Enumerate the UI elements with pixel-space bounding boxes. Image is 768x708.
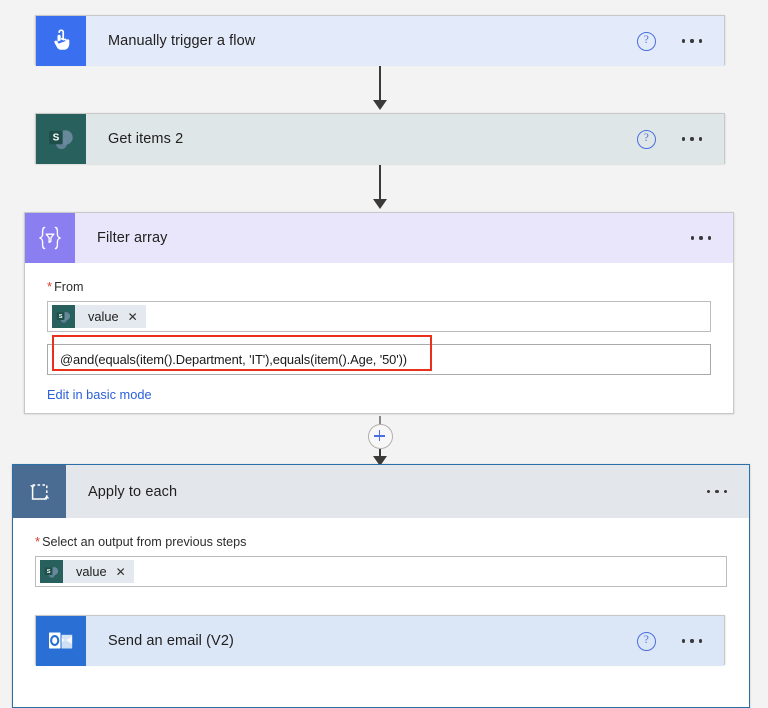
svg-text:S: S [53,133,60,144]
card-header[interactable]: S Get items 2 ? [36,114,724,164]
remove-token-x[interactable]: ✕ [115,564,126,579]
header-actions [690,230,733,246]
more-options-ellipsis[interactable] [681,633,702,649]
select-output-label: *Select an output from previous steps [35,534,727,549]
header-actions: ? [636,631,724,651]
card-header[interactable]: Manually trigger a flow ? [36,16,724,66]
filter-array-body: *From S value ✕ @and(equal [25,279,733,404]
step-title: Manually trigger a flow [108,33,256,49]
token-label: value [76,564,107,579]
dynamic-content-token-value[interactable]: S value ✕ [40,560,134,583]
flow-step-filter-array[interactable]: Filter array *From S [24,212,734,414]
connector-stub-bottom [379,449,381,457]
header-actions: ? [636,129,724,149]
apply-to-each-body: *Select an output from previous steps S … [13,534,749,587]
connector-arrow [373,456,387,466]
edit-in-basic-mode-link[interactable]: Edit in basic mode [47,387,152,402]
add-step-control[interactable] [356,416,404,466]
flow-step-apply-to-each[interactable]: Apply to each *Select an output from pre… [12,464,750,708]
sharepoint-icon: S [40,560,63,583]
connector-stub-top [379,416,381,424]
step-title: Send an email (V2) [108,633,234,649]
token-label: value [88,309,119,324]
step-title: Get items 2 [108,131,184,147]
connector-trigger-to-getitems [368,66,392,110]
step-title: Filter array [97,230,168,246]
card-header[interactable]: Apply to each [13,465,749,518]
flow-step-send-email[interactable]: Send an email (V2) ? [35,615,725,666]
sharepoint-icon: S [52,305,75,328]
from-label-text: From [54,280,84,294]
sharepoint-icon: S [36,114,86,164]
more-options-ellipsis[interactable] [681,33,702,49]
select-output-input[interactable]: S value ✕ [35,556,727,587]
connector-getitems-to-filter [368,165,392,209]
help-question-icon[interactable]: ? [636,631,656,651]
card-header[interactable]: Filter array [25,213,733,263]
help-question-icon[interactable]: ? [636,31,656,51]
from-field-label: *From [47,279,711,294]
card-header[interactable]: Send an email (V2) ? [36,616,724,666]
from-input[interactable]: S value ✕ [47,301,711,332]
outlook-icon [36,616,86,666]
dynamic-content-token-value[interactable]: S value ✕ [52,305,146,328]
header-actions: ? [636,31,724,51]
required-marker: * [47,279,53,294]
manual-trigger-hand-icon [36,16,86,66]
required-marker: * [35,534,41,549]
step-title: Apply to each [88,483,178,500]
help-question-icon[interactable]: ? [636,129,656,149]
flow-step-manual-trigger[interactable]: Manually trigger a flow ? [35,15,725,66]
add-step-plus-icon[interactable] [367,424,393,449]
select-output-label-text: Select an output from previous steps [42,535,247,549]
filter-array-braces-icon [25,213,75,263]
more-options-ellipsis[interactable] [690,230,711,246]
loop-apply-to-each-icon [13,465,66,518]
remove-token-x[interactable]: ✕ [127,309,138,324]
more-options-ellipsis[interactable] [681,131,702,147]
more-options-ellipsis[interactable] [706,484,727,500]
flow-step-get-items[interactable]: S Get items 2 ? [35,113,725,164]
svg-text:S: S [47,568,51,574]
filter-expression-input[interactable]: @and(equals(item().Department, 'IT'),equ… [47,344,711,375]
svg-text:S: S [59,313,63,319]
header-actions [706,484,749,500]
